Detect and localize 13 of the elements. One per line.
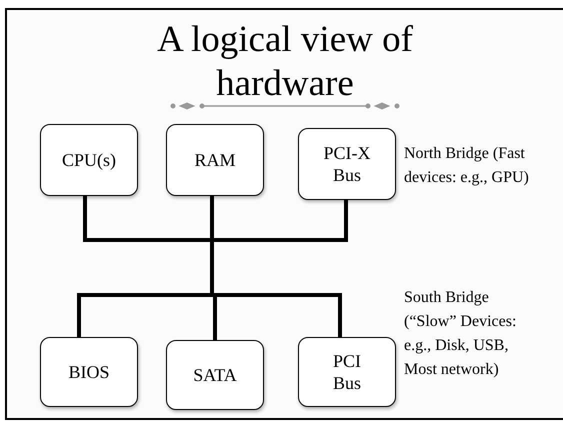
bridge-note: North Bridge (Fast devices: e.g., GPU) [404, 144, 530, 188]
title: A logical view of hardware [156, 18, 414, 106]
component-box: BIOS [40, 337, 138, 407]
bus-line [77, 293, 212, 337]
bridge-note: South Bridge (“Slow” Devices: e.g., Disk, USB, Most network) [404, 288, 518, 380]
component-box: PCI Bus [298, 337, 396, 407]
bus-line [212, 293, 342, 337]
bus-line [212, 200, 348, 242]
bus-line [83, 196, 212, 242]
component-box: PCI-X Bus [298, 128, 396, 200]
component-box: RAM [166, 124, 264, 196]
component-box: SATA [166, 340, 264, 410]
component-box: CPU(s) [40, 124, 138, 196]
